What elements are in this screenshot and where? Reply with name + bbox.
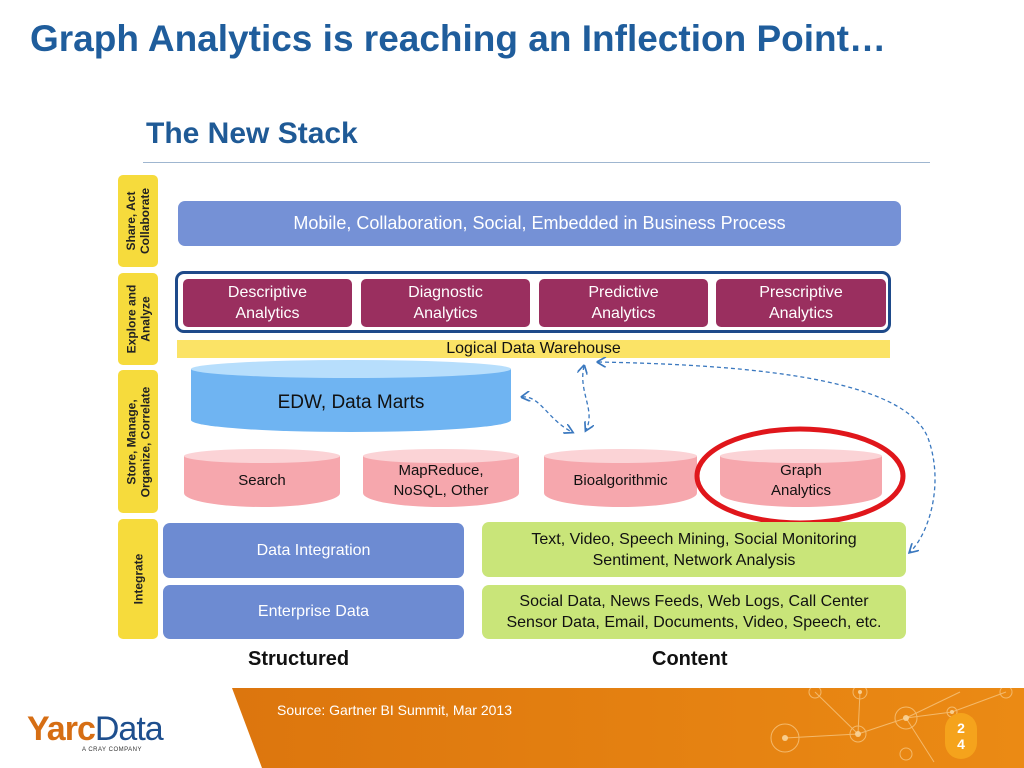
page-number: 2 4	[945, 713, 977, 759]
logical-data-warehouse-bar: Logical Data Warehouse	[177, 340, 890, 358]
text-mining-box: Text, Video, Speech Mining, Social Monit…	[482, 522, 906, 577]
descriptive-analytics-box: Descriptive Analytics	[183, 279, 352, 327]
content-label: Content	[652, 648, 728, 670]
logo-tagline: A CRAY COMPANY	[82, 747, 143, 753]
edw-label: EDW, Data Marts	[277, 392, 425, 413]
prescriptive-analytics-box: Prescriptive Analytics	[716, 279, 886, 327]
graph-analytics-highlight	[694, 426, 906, 526]
footer-band	[0, 688, 1024, 768]
mobile-collaboration-bar: Mobile, Collaboration, Social, Embedded …	[178, 201, 901, 246]
enterprise-data-text: Enterprise Data	[257, 603, 370, 620]
search-cylinder: Search	[184, 449, 340, 507]
side-label-store: Store, Manage, Organize, Correlate	[118, 370, 158, 513]
data-integration-text: Data Integration	[256, 541, 371, 559]
search-label: Search	[238, 472, 286, 489]
data-integration-box: Data Integration	[163, 523, 464, 578]
slide-title: Graph Analytics is reaching an Inflectio…	[30, 18, 886, 59]
yarcdata-logo: YarcData	[27, 710, 164, 749]
ldw-bio-arrow	[583, 366, 589, 430]
side-label-explore: Explore and Analyze	[118, 273, 158, 365]
analytics-frame	[175, 271, 891, 333]
mobile-collaboration-text: Mobile, Collaboration, Social, Embedded …	[293, 213, 786, 233]
stack-title: The New Stack	[146, 117, 358, 150]
side-label-integrate: Integrate	[118, 519, 158, 639]
predictive-analytics-box: Predictive Analytics	[539, 279, 708, 327]
structured-label: Structured	[248, 648, 350, 670]
title-divider	[143, 162, 930, 163]
content-ldw-arrow	[598, 362, 936, 552]
mapreduce-cylinder: MapReduce, NoSQL, Other	[363, 449, 519, 507]
edw-cylinder: EDW, Data Marts	[191, 360, 511, 432]
mapreduce-label: MapReduce, NoSQL, Other	[393, 462, 489, 499]
side-label-share: Share, Act Collaborate	[118, 175, 158, 267]
source-citation: Source: Gartner BI Summit, Mar 2013	[277, 702, 512, 718]
edw-bio-arrow	[522, 397, 572, 432]
logical-data-warehouse-text: Logical Data Warehouse	[446, 340, 621, 357]
enterprise-data-box: Enterprise Data	[163, 585, 464, 639]
logo-part-yarc: Yarc	[27, 710, 96, 748]
logo-part-data: Data	[94, 710, 164, 748]
network-decoration	[770, 688, 1013, 763]
social-data-box: Social Data, News Feeds, Web Logs, Call …	[482, 585, 906, 639]
diagnostic-analytics-box: Diagnostic Analytics	[361, 279, 530, 327]
